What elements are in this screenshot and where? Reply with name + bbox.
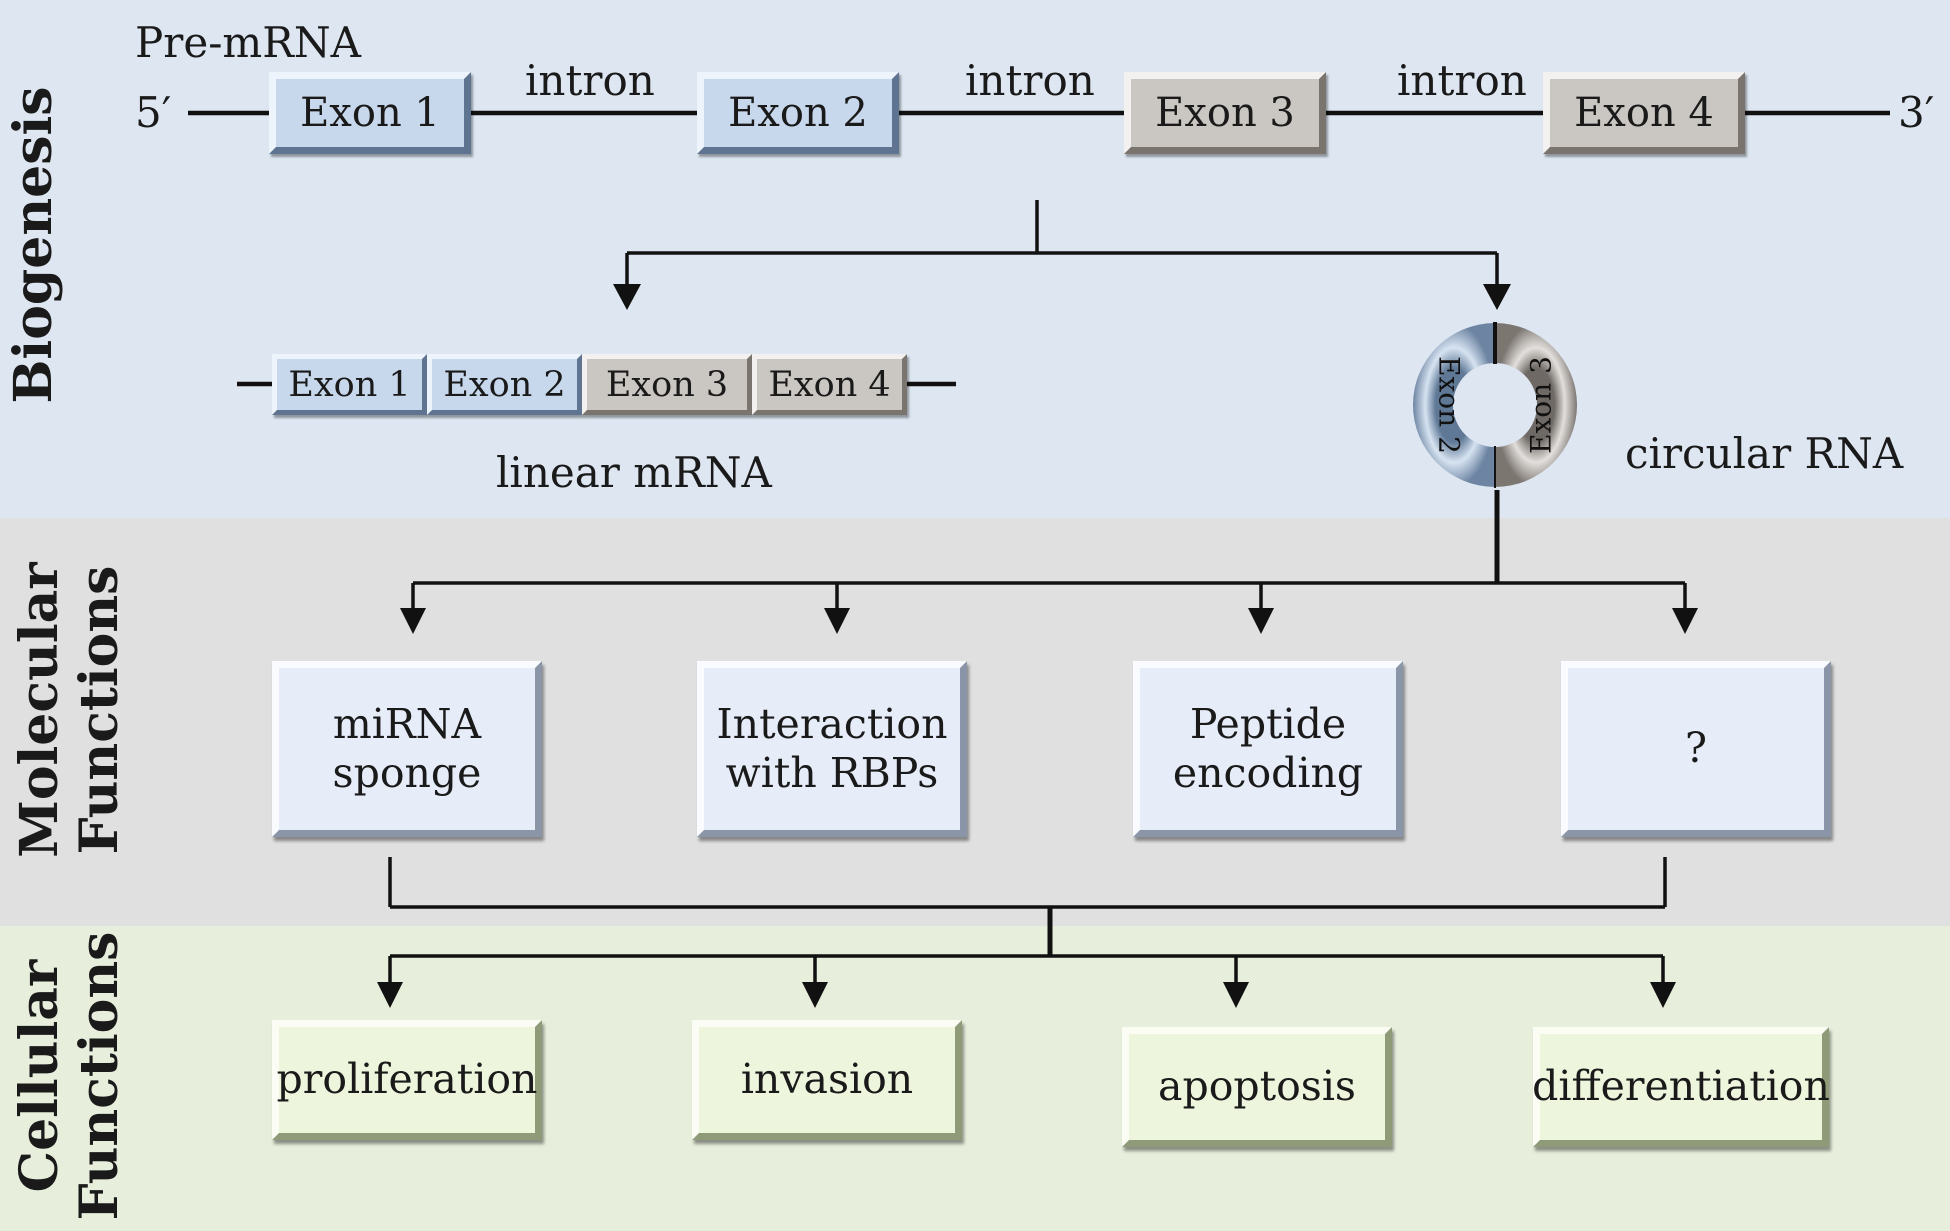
cell-box-apoptosis: apoptosis <box>1122 1027 1392 1147</box>
linear-mrna-label: linear mRNA <box>496 448 772 497</box>
function-text: Interaction <box>716 699 948 748</box>
circ-exon-3-label: Exon 3 <box>1525 356 1558 454</box>
pre-mrna-title: Pre-mRNA <box>135 18 361 67</box>
circ-exon-2-segment <box>1413 323 1495 487</box>
linear-mrna-exon-1: Exon 1 <box>272 354 427 415</box>
pre-mrna-exon-4: Exon 4 <box>1543 72 1745 154</box>
circ-exon-2-label: Exon 2 <box>1433 356 1466 454</box>
intron-label: intron <box>965 56 1095 105</box>
linear-mrna-exon-2: Exon 2 <box>427 354 582 415</box>
function-text: Peptide <box>1189 699 1347 748</box>
intron-label: intron <box>525 56 655 105</box>
function-text: sponge <box>332 749 482 797</box>
section-title-line: Cellular <box>9 959 71 1193</box>
section-title-line: Functions <box>69 565 130 855</box>
pre-mrna-exon-3: Exon 3 <box>1124 72 1326 154</box>
section-title-cellular-functions: Cellular Functions <box>9 931 130 1221</box>
pre-mrna-exon-1: Exon 1 <box>269 72 471 154</box>
function-text: ? <box>1685 724 1707 773</box>
cell-box-proliferation: proliferation <box>272 1020 542 1140</box>
circ-exon-3-segment <box>1495 323 1577 487</box>
cell-box-differentiation: differentiation <box>1532 1027 1830 1147</box>
linear-mrna-exon-3: Exon 3 <box>582 354 752 415</box>
section-title-line: Functions <box>69 931 130 1221</box>
function-text: encoding <box>1172 749 1364 797</box>
cell-box-invasion: invasion <box>692 1020 962 1140</box>
five-prime-label: 5′ <box>135 88 172 137</box>
linear-mrna-exon-4: Exon 4 <box>752 354 907 415</box>
section-title-line: Molecular <box>9 562 71 858</box>
circular-rna-label: circular RNA <box>1625 429 1904 478</box>
three-prime-label: 3′ <box>1898 88 1935 137</box>
circular-rna-ring: Exon 2 Exon 3 <box>1413 322 1577 488</box>
function-box-unknown: ? <box>1561 661 1831 837</box>
section-title-molecular-functions: Molecular Functions <box>9 562 130 858</box>
section-title-biogenesis: Biogenesis <box>3 86 65 404</box>
pre-mrna-exon-2: Exon 2 <box>697 72 899 154</box>
function-text: miRNA <box>332 699 482 748</box>
intron-label: intron <box>1397 56 1527 105</box>
function-text: with RBPs <box>725 749 939 797</box>
